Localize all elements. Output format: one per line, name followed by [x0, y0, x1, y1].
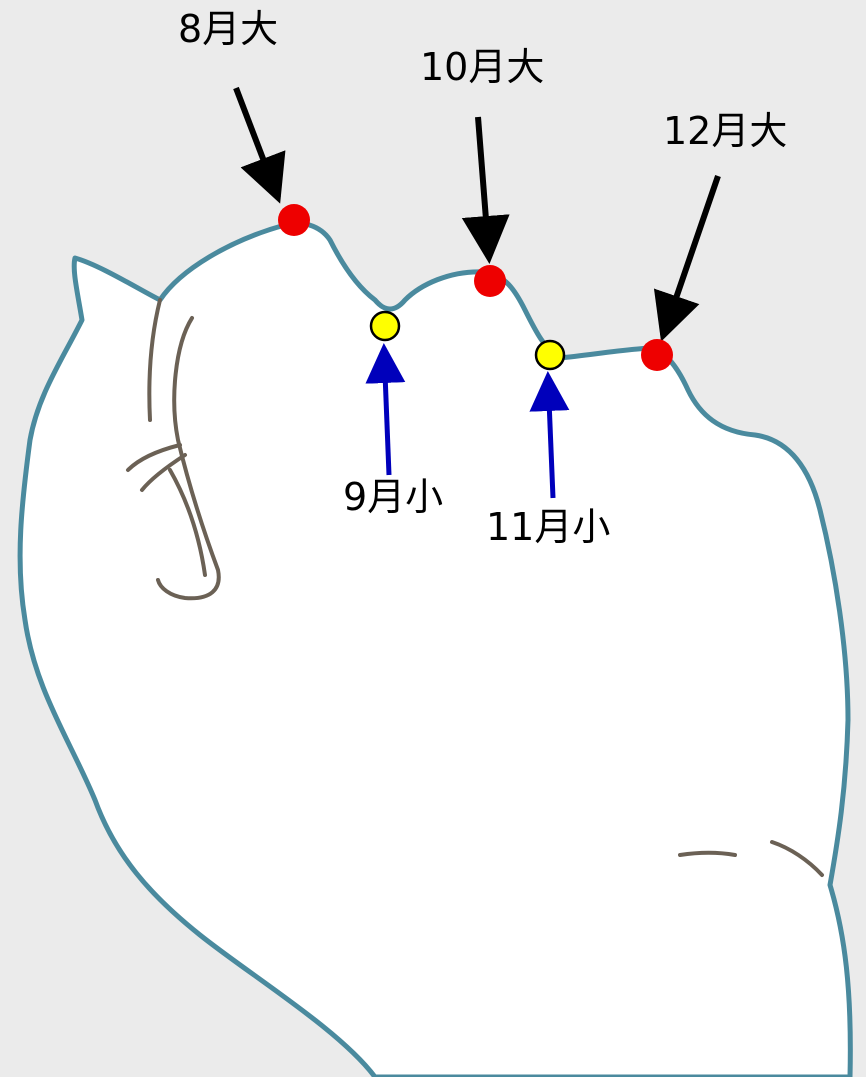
valley-dot-nov	[534, 339, 566, 371]
arrow-sep	[365, 343, 406, 476]
hand-outline	[17, 220, 853, 1077]
label-dec-big: 12月大	[663, 109, 788, 153]
knuckle-dot-oct	[474, 265, 506, 297]
label-nov-small: 11月小	[486, 505, 611, 549]
small-month-arrows	[365, 343, 570, 499]
label-aug-big: 8月大	[178, 7, 279, 51]
valley-dot-sep	[369, 310, 401, 342]
big-month-dots	[278, 204, 673, 371]
big-month-arrows	[233, 86, 721, 342]
knuckle-dot-dec	[641, 339, 673, 371]
arrow-dec	[653, 175, 721, 342]
arrow-aug	[233, 86, 286, 204]
label-sep-small: 9月小	[343, 475, 444, 519]
finger-lines	[126, 298, 824, 877]
knuckle-dot-aug	[278, 204, 310, 236]
arrow-oct	[461, 116, 510, 264]
small-month-dots	[369, 310, 566, 371]
label-oct-big: 10月大	[420, 45, 545, 89]
arrow-nov	[529, 371, 570, 499]
